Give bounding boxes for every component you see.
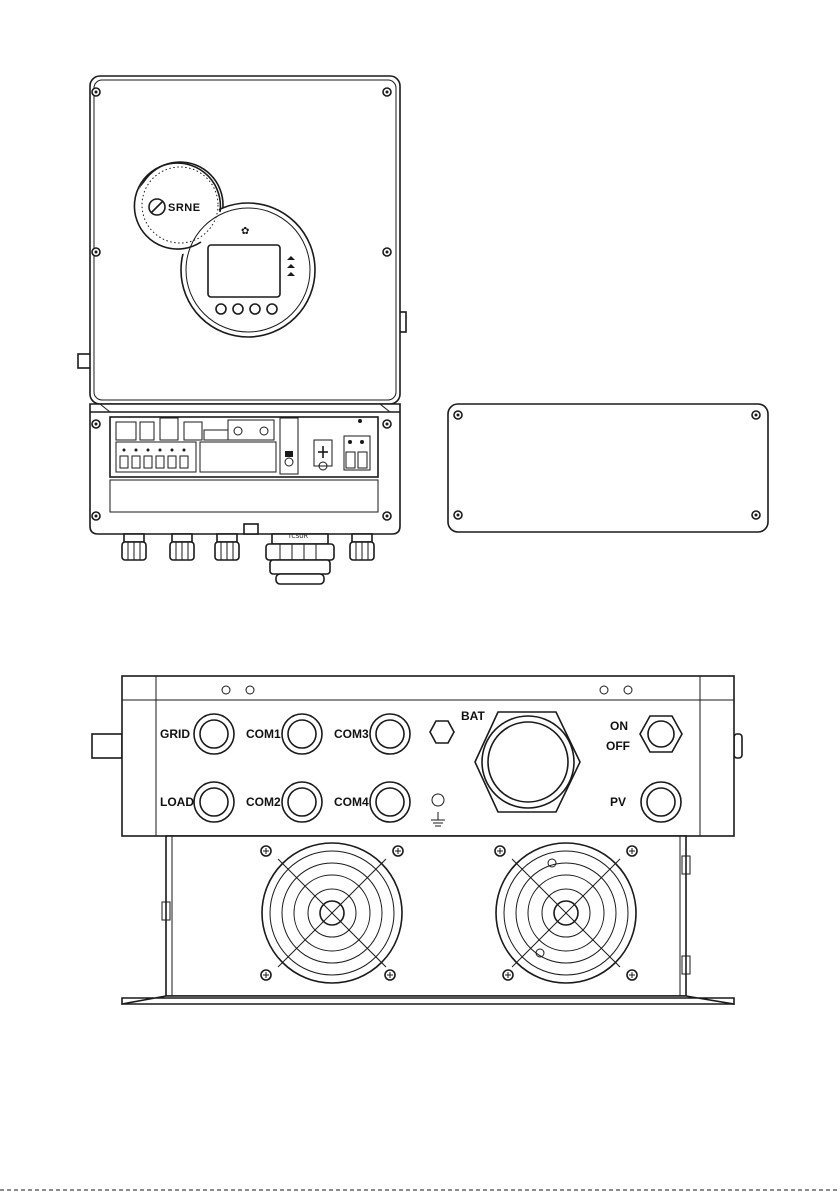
- fan-housing: [122, 836, 734, 1004]
- side-bump-stub: [734, 734, 742, 758]
- panel-button-1: [216, 304, 226, 314]
- panel-button-2: [233, 304, 243, 314]
- cable-gland-2: [170, 534, 194, 560]
- panel-button-4: [267, 304, 277, 314]
- on-label: ON: [610, 719, 628, 733]
- wiring-cover-plate: [448, 404, 768, 532]
- vent-plug: [244, 524, 258, 534]
- com2-label: COM2: [246, 795, 281, 809]
- compartment-dot: [358, 419, 362, 423]
- off-label: OFF: [606, 739, 630, 753]
- com3-label: COM3: [334, 727, 369, 741]
- grid-label: GRID: [160, 727, 190, 741]
- cable-gland-1: [122, 534, 146, 560]
- panel-button-3: [250, 304, 260, 314]
- brand-label: SRNE: [168, 202, 201, 214]
- com4-label: COM4: [334, 795, 369, 809]
- cover-label: TCSUR: [287, 533, 308, 540]
- load-label: LOAD: [160, 795, 194, 809]
- cable-gland-3: [215, 534, 239, 560]
- inverter-bottom-view: GRID COM1 COM3 BAT ON OFF LOAD: [92, 676, 742, 1004]
- hex-plug: [430, 721, 454, 743]
- small-logo-icon: ✿: [241, 226, 249, 237]
- bat-label: BAT: [461, 709, 485, 723]
- pv-label: PV: [610, 795, 626, 809]
- wiring-compartment: [90, 404, 400, 534]
- battery-gland-large: TCSUR: [266, 533, 334, 584]
- inverter-front-view: SRNE ✿: [78, 76, 406, 584]
- lcd-screen: [208, 245, 280, 297]
- cable-gland-4: [350, 534, 374, 560]
- com1-label: COM1: [246, 727, 281, 741]
- side-connector-stub: [92, 734, 122, 758]
